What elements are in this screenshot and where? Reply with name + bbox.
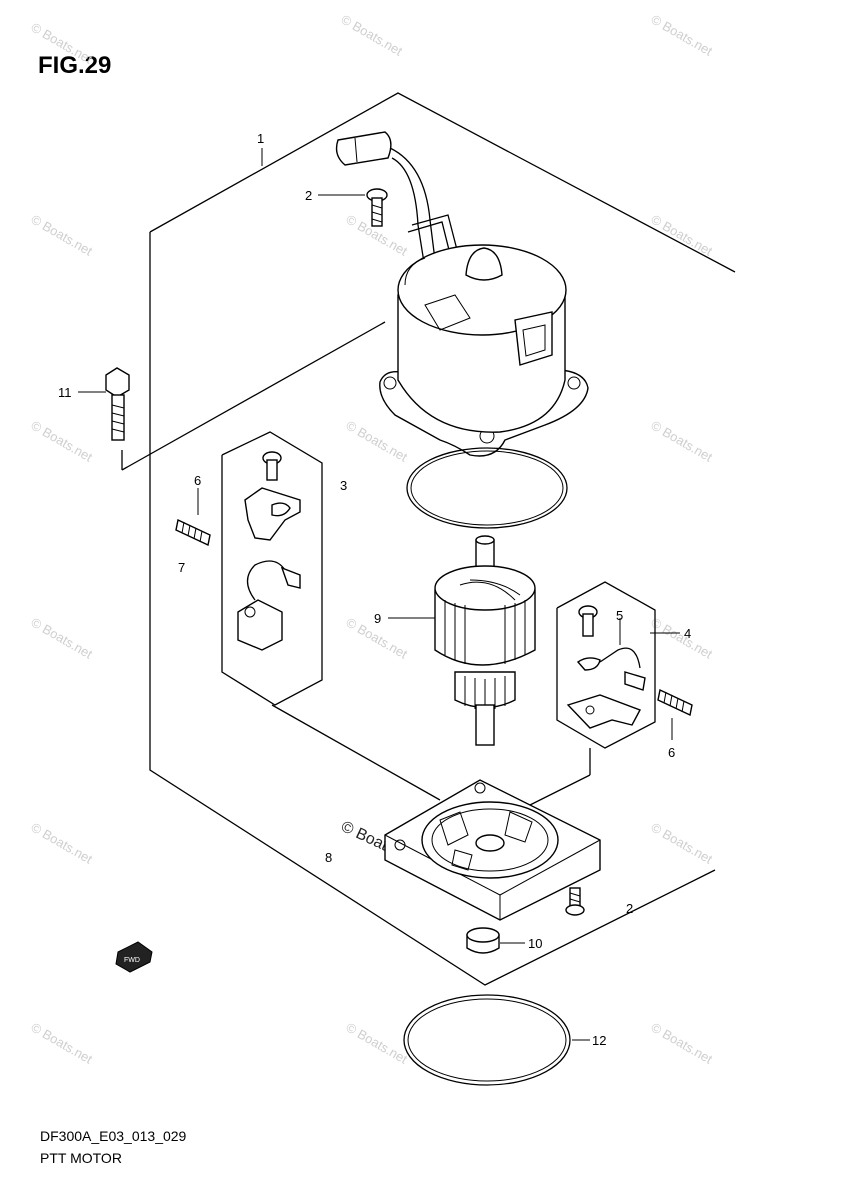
armature-part-9 xyxy=(434,535,536,746)
figure-title: FIG.29 xyxy=(38,52,112,79)
brush-holder-box-left xyxy=(221,431,441,801)
callout-4: 4 xyxy=(684,626,691,641)
callout-9: 9 xyxy=(374,611,381,626)
callout-2-top: 2 xyxy=(305,188,312,203)
callout-10: 10 xyxy=(528,936,542,951)
watermark: © Boats.net xyxy=(29,1020,96,1067)
callout-3: 3 xyxy=(340,478,347,493)
o-ring-upper xyxy=(406,447,568,529)
o-ring-part-12 xyxy=(403,994,571,1086)
seal-part-10 xyxy=(466,927,500,954)
watermark: © Boats.net xyxy=(29,212,96,259)
watermark: © Boats.net xyxy=(649,615,716,662)
callout-12: 12 xyxy=(592,1033,606,1048)
watermark: © Boats.net xyxy=(339,12,406,59)
watermark: © Boats.net xyxy=(649,212,716,259)
callout-labels: 1 2 2 3 4 5 6 6 7 8 9 10 11 12 xyxy=(58,131,691,1048)
callout-6-left: 6 xyxy=(194,473,201,488)
figure-code: DF300A_E03_013_029 xyxy=(40,1128,187,1144)
leader-lines xyxy=(78,148,680,1041)
end-cover-part-8 xyxy=(384,779,601,921)
watermark-layer: © Boats.net © Boats.net © Boats.net © Bo… xyxy=(29,12,716,1067)
bolt-part-11 xyxy=(105,367,130,441)
callout-11: 11 xyxy=(58,385,72,400)
figure-name: PTT MOTOR xyxy=(40,1150,122,1166)
screw-part-2-top xyxy=(366,188,388,227)
watermark: © Boats.net xyxy=(29,418,96,465)
watermark: © Boats.net xyxy=(29,615,96,662)
callout-5: 5 xyxy=(616,608,623,623)
callout-1: 1 xyxy=(257,131,264,146)
motor-yoke-housing xyxy=(335,131,589,457)
forward-arrow-icon: FWD xyxy=(115,941,153,973)
watermark: © Boats.net xyxy=(344,1020,411,1067)
watermark: © Boats.net xyxy=(649,1020,716,1067)
brush-holder-right-parts xyxy=(566,605,693,729)
watermark: © Boats.net xyxy=(649,418,716,465)
screw-part-2-bottom xyxy=(565,887,585,916)
watermark: © Boats.net xyxy=(29,820,96,867)
watermark: © Boats.net xyxy=(344,418,411,465)
watermark: © Boats.net xyxy=(649,12,716,59)
watermark: © Boats.net xyxy=(29,20,96,67)
callout-2-bottom: 2 xyxy=(626,901,633,916)
assembly-outline-box xyxy=(121,92,736,986)
callout-8: 8 xyxy=(325,850,332,865)
svg-text:FWD: FWD xyxy=(124,957,140,964)
brush-holder-left-parts xyxy=(175,451,301,651)
callout-6-right: 6 xyxy=(668,745,675,760)
watermark: © Boats.net xyxy=(649,820,716,867)
callout-7: 7 xyxy=(178,560,185,575)
